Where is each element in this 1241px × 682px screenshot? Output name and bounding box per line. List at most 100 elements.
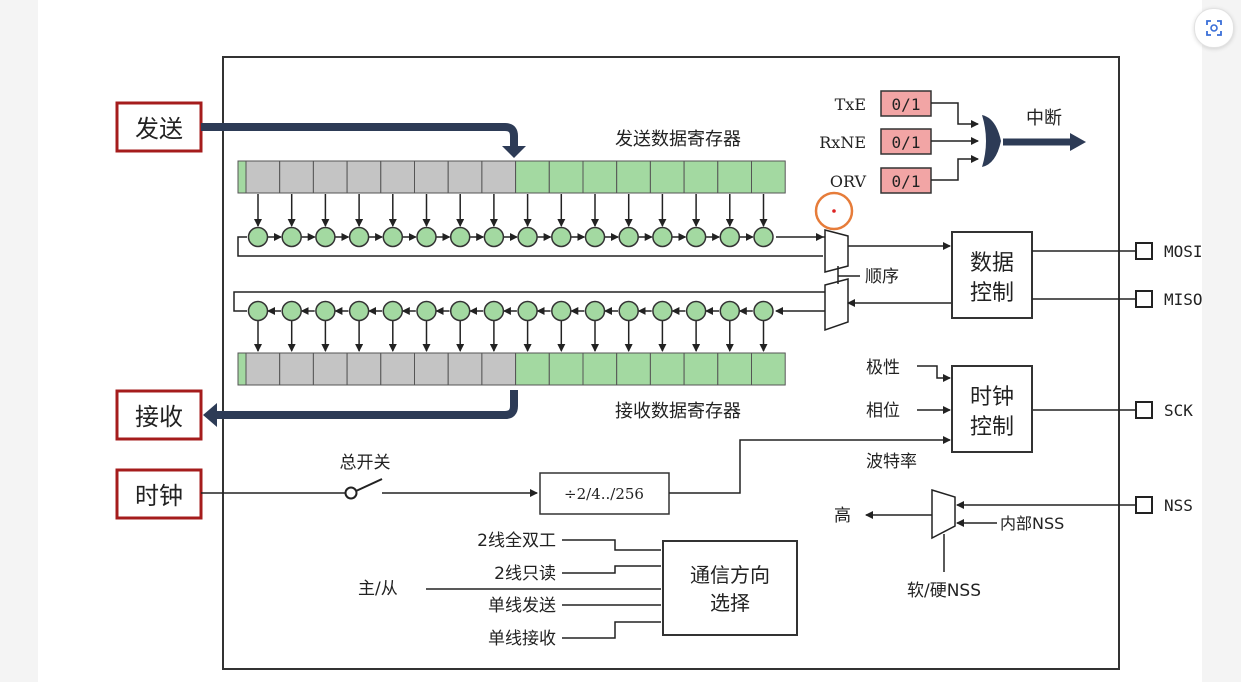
internal-nss-label: 内部NSS (1000, 514, 1064, 533)
nss-pin (1135, 496, 1153, 514)
receive-bus-arrowhead (203, 403, 217, 427)
mode-rx-only: 2线只读 (494, 564, 556, 584)
master-switch-label: 总开关 (340, 453, 391, 473)
rx-shift-node (685, 300, 707, 322)
rx-order-mux (824, 278, 849, 332)
rx-shift-node (281, 300, 302, 322)
sck-label: SCK (1164, 401, 1193, 420)
flag-txe: TxE 0/1 (835, 90, 932, 117)
rx-register-cell (380, 352, 415, 386)
rx-shift-node (416, 300, 437, 322)
rx-register-cell (548, 352, 584, 386)
tx-shift-node (382, 226, 404, 248)
flag-txe-name: TxE (835, 95, 866, 114)
rx-register-cell (312, 352, 348, 386)
send-bus-arrow (201, 123, 518, 150)
annotation-circle (814, 191, 854, 231)
tx-register-cell (414, 160, 449, 194)
nss-mux (931, 488, 956, 540)
tx-shift-node (551, 226, 572, 248)
tx-register-cell (279, 160, 314, 194)
data-control-line1: 数据 (970, 251, 1014, 276)
tx-register-cell (717, 160, 752, 194)
send-label: 发送 (135, 115, 183, 143)
interrupt-or-gate (982, 115, 1001, 167)
rx-register-cell (414, 352, 449, 386)
tx-register-title: 发送数据寄存器 (615, 129, 741, 150)
rx-register-title: 接收数据寄存器 (615, 401, 741, 422)
tx-shift-node (416, 226, 437, 248)
flag-rxne-name: RxNE (819, 133, 866, 152)
rx-shift-node (517, 300, 538, 322)
mode-single-rx: 单线接收 (488, 629, 556, 649)
tx-register-cell (515, 160, 550, 194)
rx-register-cell (717, 352, 752, 386)
flag-txe-value: 0/1 (892, 95, 921, 114)
rx-register-cell (582, 352, 618, 386)
receive-box: 接收 (115, 389, 203, 441)
tx-shift-node (315, 226, 336, 248)
mode-single-tx: 单线发送 (488, 596, 556, 616)
interrupt-label: 中断 (1026, 108, 1062, 129)
rx-shift-node (247, 300, 269, 322)
clock-control-line1: 时钟 (970, 385, 1014, 410)
tx-register-cell (312, 160, 348, 194)
prescaler-label: ÷2/4../256 (564, 485, 644, 503)
master-switch (344, 486, 358, 500)
rx-shift-node (753, 300, 774, 322)
rx-shift-node (382, 300, 404, 322)
sck-pin (1135, 401, 1153, 419)
mosi-pin (1135, 242, 1153, 260)
rx-register-cell (245, 352, 281, 386)
flag-orv: ORV 0/1 (830, 167, 932, 194)
rx-shift-node (551, 300, 572, 322)
flag-orv-value: 0/1 (892, 172, 921, 191)
annotation-dot (832, 209, 836, 213)
rx-register-cell (649, 352, 685, 386)
tx-shift-node (449, 226, 471, 248)
tx-register-cell (548, 160, 584, 194)
rx-register-cell (346, 352, 382, 386)
clock-label: 时钟 (135, 482, 183, 510)
data-control-block (951, 231, 1033, 319)
diagram-stage (38, 0, 1202, 682)
comm-direction-line2: 选择 (710, 591, 750, 615)
soft-hard-nss-label: 软/硬NSS (907, 581, 981, 601)
tx-shift-node (517, 226, 538, 248)
tx-shift-node (483, 226, 505, 248)
tx-register-cell (751, 160, 786, 194)
rx-register-cell (279, 352, 314, 386)
tx-loop-line (237, 236, 823, 257)
rx-shift-node (449, 300, 471, 322)
tx-register-cell (616, 160, 651, 194)
rx-shift-node (618, 300, 639, 322)
baud-label: 波特率 (866, 452, 917, 472)
tx-register-cell (245, 160, 281, 194)
tx-shift-node (348, 226, 370, 248)
receive-label: 接收 (135, 403, 183, 431)
tx-register-cell (447, 160, 483, 194)
rx-shift-chain (247, 300, 774, 352)
rx-shift-node (584, 300, 606, 322)
high-label: 高 (834, 506, 851, 526)
tx-shift-chain (247, 194, 824, 248)
miso-pin (1135, 290, 1153, 308)
tx-shift-node (652, 226, 673, 248)
tx-register-cell (582, 160, 618, 194)
tx-shift-node (719, 226, 741, 248)
rx-shift-node (348, 300, 370, 322)
comm-direction-block (662, 540, 798, 636)
flag-rxne-value: 0/1 (892, 133, 921, 152)
mosi-label: MOSI (1164, 242, 1203, 261)
nss-label: NSS (1164, 496, 1193, 515)
tx-shift-node (685, 226, 707, 248)
rx-register-cell (616, 352, 651, 386)
mode-full-duplex: 2线全双工 (477, 531, 556, 551)
tx-shift-node (584, 226, 606, 248)
comm-direction-line1: 通信方向 (690, 563, 770, 587)
flag-orv-name: ORV (830, 172, 867, 191)
scan-button[interactable] (1194, 8, 1234, 48)
tx-register (237, 160, 786, 194)
clock-box: 时钟 (115, 468, 203, 520)
